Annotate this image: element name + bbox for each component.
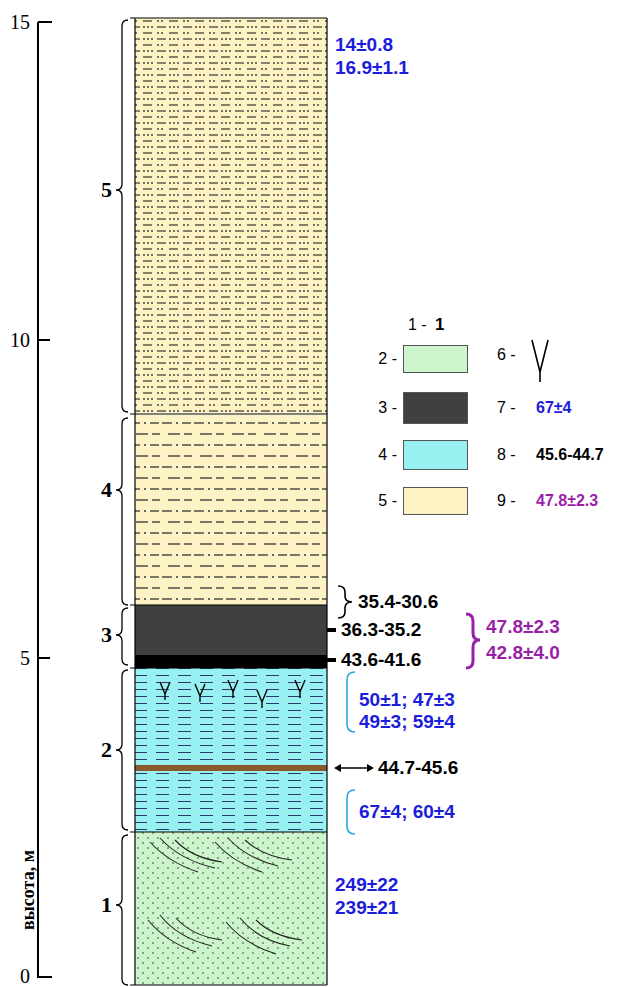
legend-swatch [403,345,468,373]
axis-value: 15 [10,11,30,34]
layer-number: 4 [101,477,112,502]
date-value: 249±22 [335,874,398,896]
legend-key: 2 - [378,350,397,368]
legend-swatch [403,392,468,424]
axis-value: 10 [10,329,30,352]
legend-key: 3 - [378,399,397,417]
date-range: 35.4-30.6 [358,591,438,613]
legend-key: 8 - [497,446,516,464]
legend-sample: 67±4 [536,399,571,417]
legend-key: 9 - [497,492,516,510]
date-range: 36.3-35.2 [341,619,421,641]
legend-key: 7 - [497,399,516,417]
date-value: 67±4; 60±4 [359,801,455,823]
legend-key: 4 - [378,446,397,464]
legend-key: 6 - [497,346,516,364]
date-value: 50±1; 47±3 [359,689,455,711]
date-range: 44.7-45.6 [378,757,458,779]
layer-number: 2 [101,737,112,762]
legend-sample: 1 [435,315,444,335]
date-value: 47.8±2.3 [486,616,560,638]
date-value: 49±3; 59±4 [359,711,455,733]
axis-value: 0 [20,965,30,987]
legend-sample: 47.8±2.3 [536,492,598,510]
date-value: 42.8±4.0 [486,642,560,664]
layer-number: 5 [101,177,112,202]
layer-number: 1 [101,892,112,917]
date-value: 16.9±1.1 [335,57,409,79]
axis-title: высота, м [18,850,39,930]
date-range: 43.6-41.6 [341,649,421,671]
date-value: 239±21 [335,897,398,919]
axis-value: 5 [20,647,30,670]
legend-key: 1 - [408,316,427,334]
legend-key: 5 - [378,492,397,510]
legend-swatch [403,487,468,515]
legend-swatch [403,440,468,470]
date-value: 14±0.8 [335,34,393,56]
legend-sample: 45.6-44.7 [536,446,604,464]
layer-number: 3 [101,622,112,647]
